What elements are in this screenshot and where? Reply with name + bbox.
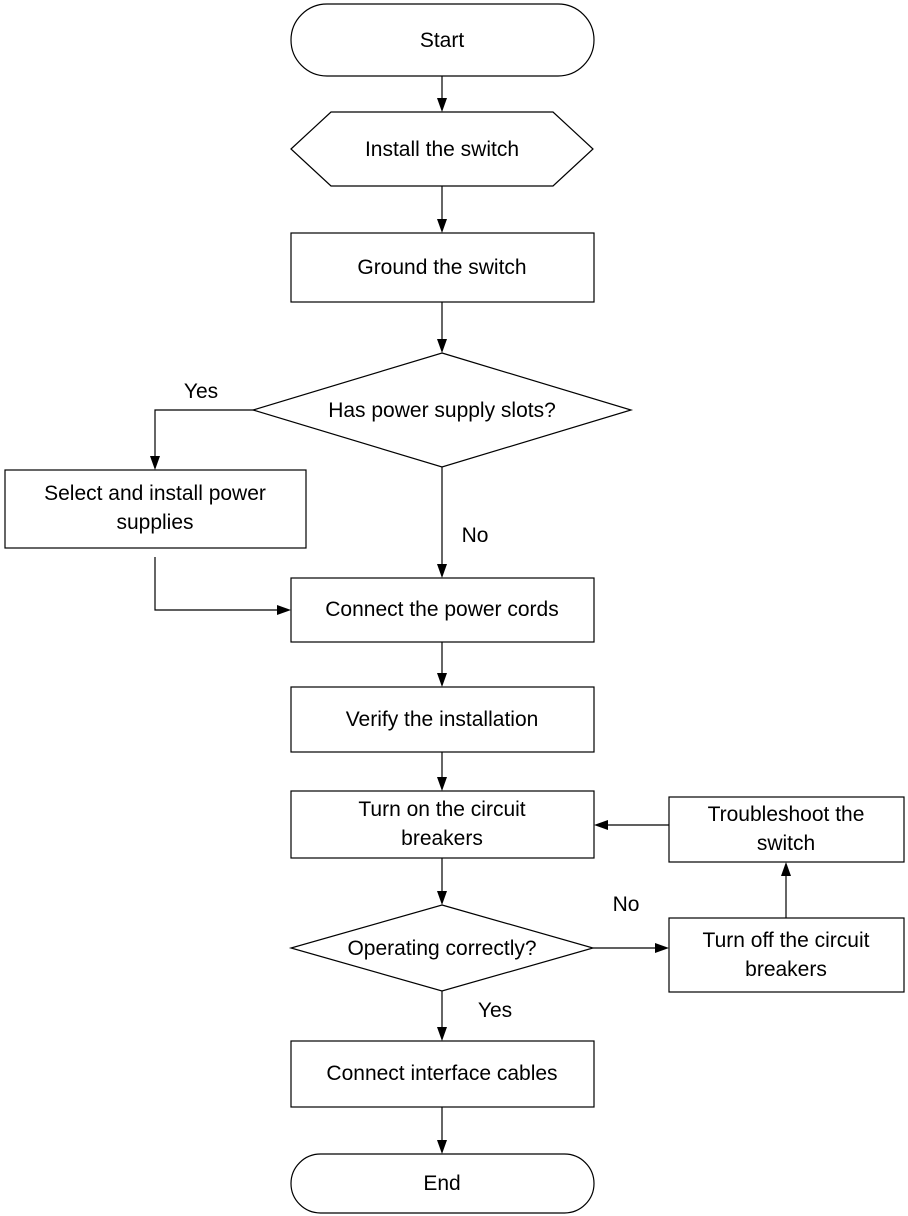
start-label: Start: [420, 29, 465, 52]
connect-interface-cables-node: Connect interface cables: [290, 1040, 595, 1108]
turn-on-breakers-node: Turn on the circuit breakers: [290, 790, 595, 859]
arrowhead: [655, 943, 669, 953]
no-label-power-slots: No: [462, 524, 489, 547]
connect-interface-cables-label: Connect interface cables: [326, 1062, 557, 1085]
install-power-supplies-node: Select and install power supplies: [4, 469, 307, 549]
verify-installation-label: Verify the installation: [346, 708, 539, 731]
arrowhead: [594, 820, 608, 830]
operating-decision-label: Operating correctly?: [347, 937, 536, 960]
yes-label-operating: Yes: [478, 999, 512, 1022]
turn-on-breakers-label-2: breakers: [401, 827, 483, 850]
connect-power-cords-label: Connect the power cords: [325, 598, 558, 621]
start-node: Start: [290, 3, 595, 77]
arrowhead: [437, 1140, 447, 1154]
install-switch-label: Install the switch: [365, 138, 519, 161]
arrowhead: [150, 456, 160, 470]
ground-switch-label: Ground the switch: [357, 256, 526, 279]
arrowhead: [437, 339, 447, 353]
turn-off-breakers-label-2: breakers: [745, 958, 827, 981]
arrowhead: [277, 605, 291, 615]
power-slots-decision: Has power supply slots?: [250, 352, 634, 468]
connect-power-cords-node: Connect the power cords: [290, 577, 595, 643]
operating-decision: Operating correctly?: [288, 904, 596, 992]
install-power-supplies-label-1: Select and install power: [44, 482, 266, 505]
arrowhead: [437, 219, 447, 233]
troubleshoot-label-1: Troubleshoot the: [708, 803, 865, 826]
no-label-operating: No: [613, 893, 640, 916]
connectors: [150, 76, 791, 1154]
arrowhead: [437, 564, 447, 578]
arrowhead: [781, 862, 791, 876]
arrowhead: [437, 777, 447, 791]
arrowhead: [437, 891, 447, 905]
connector-line: [154, 409, 253, 460]
verify-installation-node: Verify the installation: [290, 686, 595, 753]
install-switch-node: Install the switch: [290, 111, 594, 187]
turn-off-breakers-label-1: Turn off the circuit: [703, 929, 870, 952]
troubleshoot-label-2: switch: [757, 832, 815, 855]
yes-label-power-slots: Yes: [184, 380, 218, 403]
turn-off-breakers-node: Turn off the circuit breakers: [668, 917, 905, 993]
arrowhead: [437, 1027, 447, 1041]
end-node: End: [290, 1153, 595, 1214]
install-power-supplies-label-2: supplies: [116, 511, 193, 534]
end-label: End: [423, 1172, 460, 1195]
ground-switch-node: Ground the switch: [290, 232, 595, 303]
turn-on-breakers-label-1: Turn on the circuit: [358, 798, 525, 821]
troubleshoot-node: Troubleshoot the switch: [668, 796, 905, 863]
connector-line: [154, 557, 281, 611]
power-slots-decision-label: Has power supply slots?: [328, 399, 556, 422]
arrowhead: [437, 98, 447, 112]
arrowhead: [437, 673, 447, 687]
